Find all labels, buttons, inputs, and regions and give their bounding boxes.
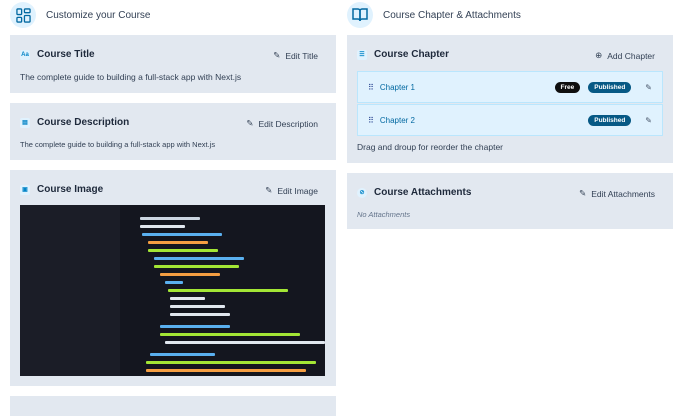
drag-handle-icon[interactable]: ⠿ xyxy=(368,82,374,92)
edit-image-button[interactable]: ✎Edit Image xyxy=(265,185,318,196)
layout-grid-icon xyxy=(10,2,36,28)
edit-attachments-button[interactable]: ✎Edit Attachments xyxy=(579,188,655,199)
paperclip-icon: ⊘ xyxy=(357,187,367,198)
reorder-hint: Drag and droup for reorder the chapter xyxy=(357,142,504,152)
pencil-icon: ✎ xyxy=(579,188,587,198)
pencil-icon[interactable]: ✎ xyxy=(645,115,652,125)
course-image-card: ▣Course Image ✎Edit Image xyxy=(10,170,336,386)
customize-heading: Customize your Course xyxy=(10,2,150,28)
drag-handle-icon[interactable]: ⠿ xyxy=(368,115,374,125)
book-open-icon xyxy=(347,2,373,28)
file-text-icon: ▤ xyxy=(20,117,30,128)
course-image xyxy=(20,205,325,376)
course-chapter-card: ☰Course Chapter ⊕Add Chapter ⠿ Chapter 1… xyxy=(347,35,673,163)
pencil-icon: ✎ xyxy=(265,185,273,195)
pencil-icon: ✎ xyxy=(273,50,281,60)
text-icon: Aa xyxy=(20,49,30,60)
chapter-row[interactable]: ⠿ Chapter 1 Free Published ✎ xyxy=(357,71,663,103)
chapter-row[interactable]: ⠿ Chapter 2 Published ✎ xyxy=(357,104,663,136)
chapters-heading: Course Chapter & Attachments xyxy=(347,2,521,28)
add-chapter-button[interactable]: ⊕Add Chapter xyxy=(595,50,655,61)
course-attachments-card: ⊘Course Attachments ✎Edit Attachments No… xyxy=(347,173,673,229)
status-badge: Published xyxy=(588,114,632,126)
course-description-card: ▤Course Description ✎Edit Description Th… xyxy=(10,103,336,160)
edit-title-button[interactable]: ✎Edit Title xyxy=(273,50,318,61)
image-icon: ▣ xyxy=(20,184,30,195)
course-title-value: The complete guide to building a full-st… xyxy=(20,72,242,82)
status-badge: Published xyxy=(588,81,632,93)
pencil-icon[interactable]: ✎ xyxy=(645,82,652,92)
next-card xyxy=(10,396,336,416)
pencil-icon: ✎ xyxy=(246,118,254,128)
free-badge: Free xyxy=(554,81,581,93)
course-description-value: The complete guide to building a full-st… xyxy=(20,140,216,149)
no-attachments-text: No Attachments xyxy=(357,210,411,219)
list-icon: ☰ xyxy=(357,49,367,60)
plus-circle-icon: ⊕ xyxy=(595,50,603,60)
edit-description-button[interactable]: ✎Edit Description xyxy=(246,118,318,129)
